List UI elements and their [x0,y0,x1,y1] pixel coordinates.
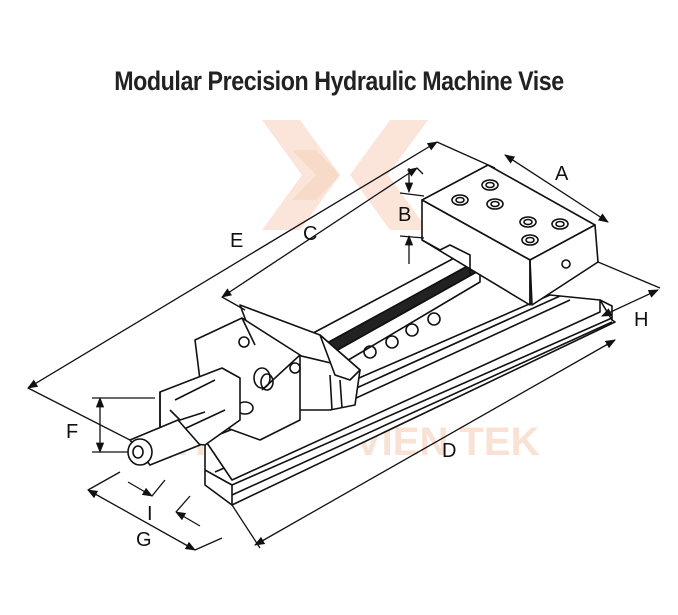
dim-label-g: G [136,529,152,551]
dim-label-c: C [303,223,317,245]
dim-label-e: E [230,230,243,252]
dimension-lines [27,141,661,551]
dimension-labels: A B C D E F G H I [66,163,648,551]
dim-label-i: I [147,503,153,525]
dim-label-f: F [66,421,78,443]
page-title: Modular Precision Hydraulic Machine Vise [114,66,564,96]
dim-label-b: B [398,204,411,226]
dim-label-a: A [555,163,569,185]
dim-label-d: D [442,440,456,462]
dim-label-h: H [634,309,648,331]
